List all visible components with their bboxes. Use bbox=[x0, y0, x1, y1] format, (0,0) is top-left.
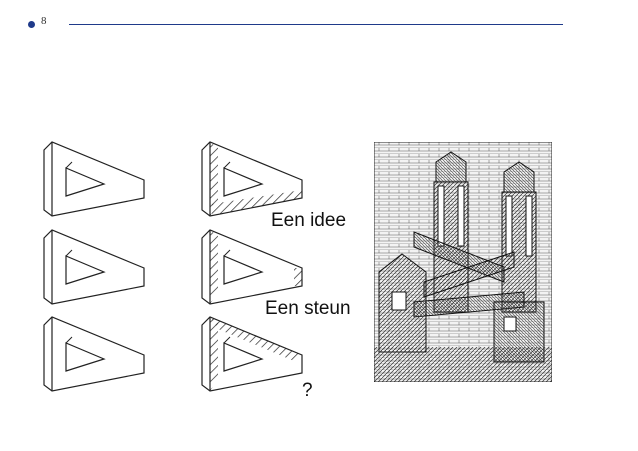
outline-triangle-2 bbox=[43, 229, 145, 305]
hatched-triangle-2 bbox=[201, 229, 303, 305]
outline-triangle-3 bbox=[43, 316, 145, 392]
header-rule bbox=[69, 24, 563, 25]
hatched-triangle-1 bbox=[201, 141, 303, 217]
page-number: 8 bbox=[41, 15, 47, 27]
hatched-triangle-3 bbox=[201, 316, 303, 392]
slide-header: 8 bbox=[0, 0, 638, 40]
header-bullet bbox=[28, 21, 35, 28]
label-question: ? bbox=[302, 380, 313, 401]
outline-triangle-1 bbox=[43, 141, 145, 217]
label-een-idee: Een idee bbox=[271, 210, 347, 231]
label-een-steun: Een steun bbox=[265, 298, 351, 319]
escher-waterfall-image bbox=[374, 142, 552, 382]
